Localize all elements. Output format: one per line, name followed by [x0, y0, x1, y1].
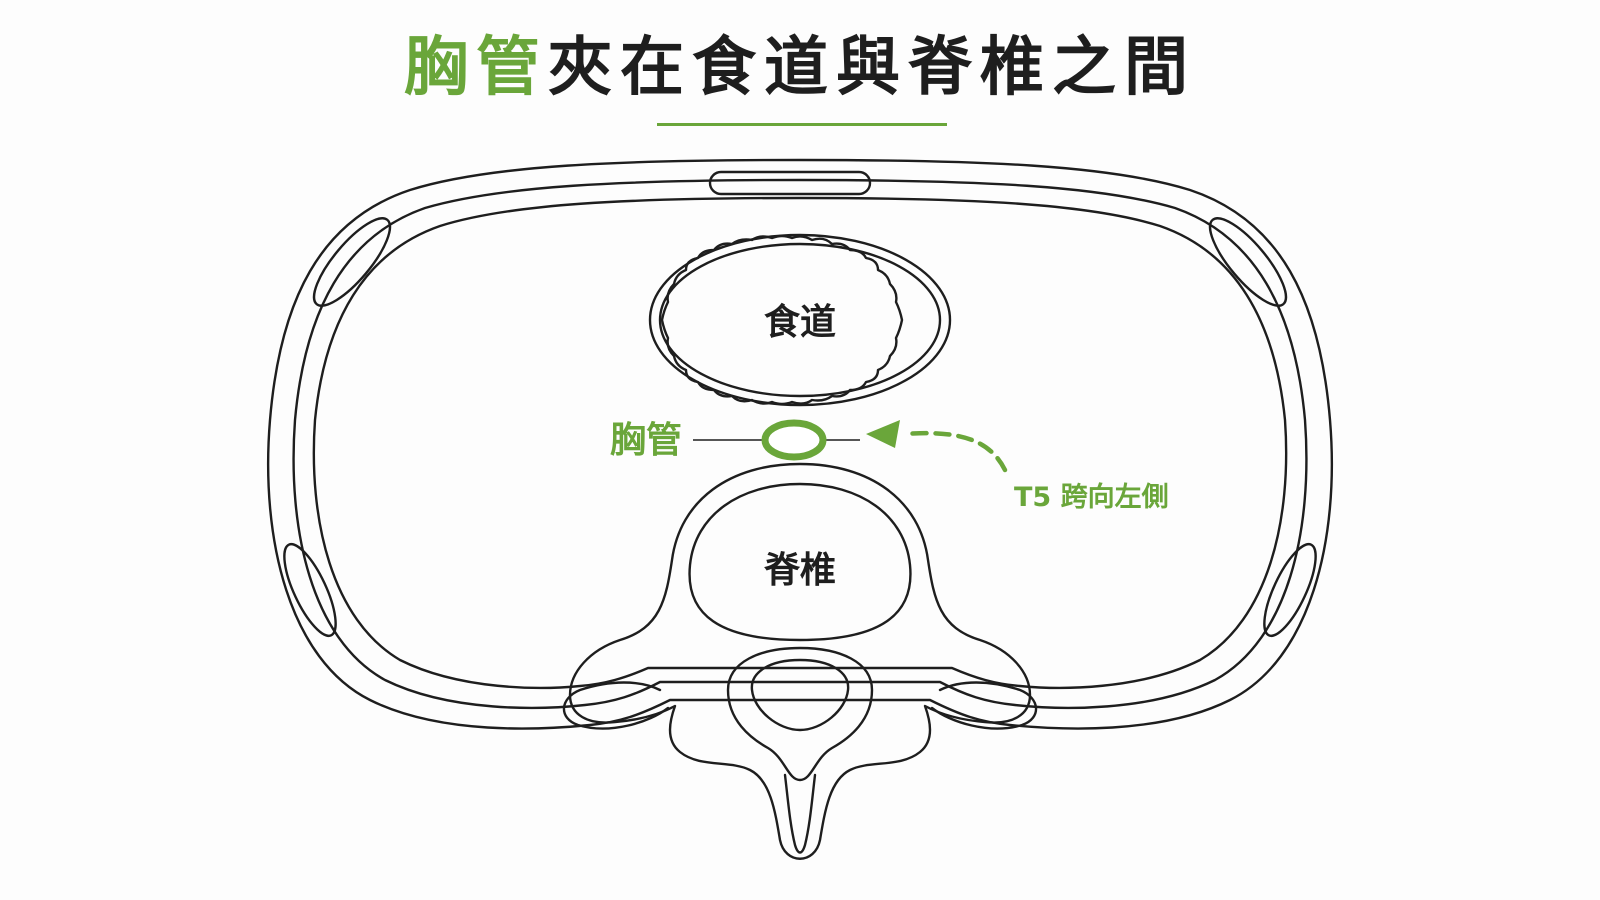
rib-cartilage-left-lower	[283, 542, 337, 638]
esophagus-inner	[658, 242, 942, 398]
chest-wall-outer	[266, 158, 1334, 730]
rib-cartilage-right-upper	[1208, 217, 1288, 307]
title-highlight: 胸管	[404, 31, 548, 105]
page-title: 胸管夾在食道與脊椎之間	[0, 28, 1600, 108]
thoracic-duct	[761, 419, 827, 461]
esophagus-outer	[648, 233, 952, 407]
vertebra-outline	[568, 462, 1032, 860]
crossing-note-label: T5 跨向左側	[1014, 481, 1169, 513]
thoracic-duct-label: 胸管	[610, 420, 682, 461]
vertebral-body	[688, 482, 912, 642]
crossing-arrow-head	[866, 420, 900, 448]
spinous-process-inner	[783, 773, 817, 854]
vertebral-arch	[726, 646, 874, 782]
spinal-canal	[750, 658, 850, 732]
title-rest: 夾在食道與脊椎之間	[548, 31, 1196, 105]
esophagus-lumen	[660, 234, 904, 406]
chest-wall-inner-2	[312, 196, 1288, 690]
rib-cartilage-right-lower	[1263, 542, 1317, 638]
sternum	[708, 170, 872, 196]
esophagus-label: 食道	[764, 302, 836, 343]
rib-cartilage-left-upper	[312, 217, 392, 307]
crossing-arrow-dashed	[902, 430, 1008, 473]
title-underline	[657, 123, 947, 126]
chest-wall-inner-1	[292, 178, 1308, 710]
transverse-process-left	[562, 681, 670, 730]
spine-label: 脊椎	[764, 550, 836, 591]
transverse-process-right	[930, 681, 1038, 730]
